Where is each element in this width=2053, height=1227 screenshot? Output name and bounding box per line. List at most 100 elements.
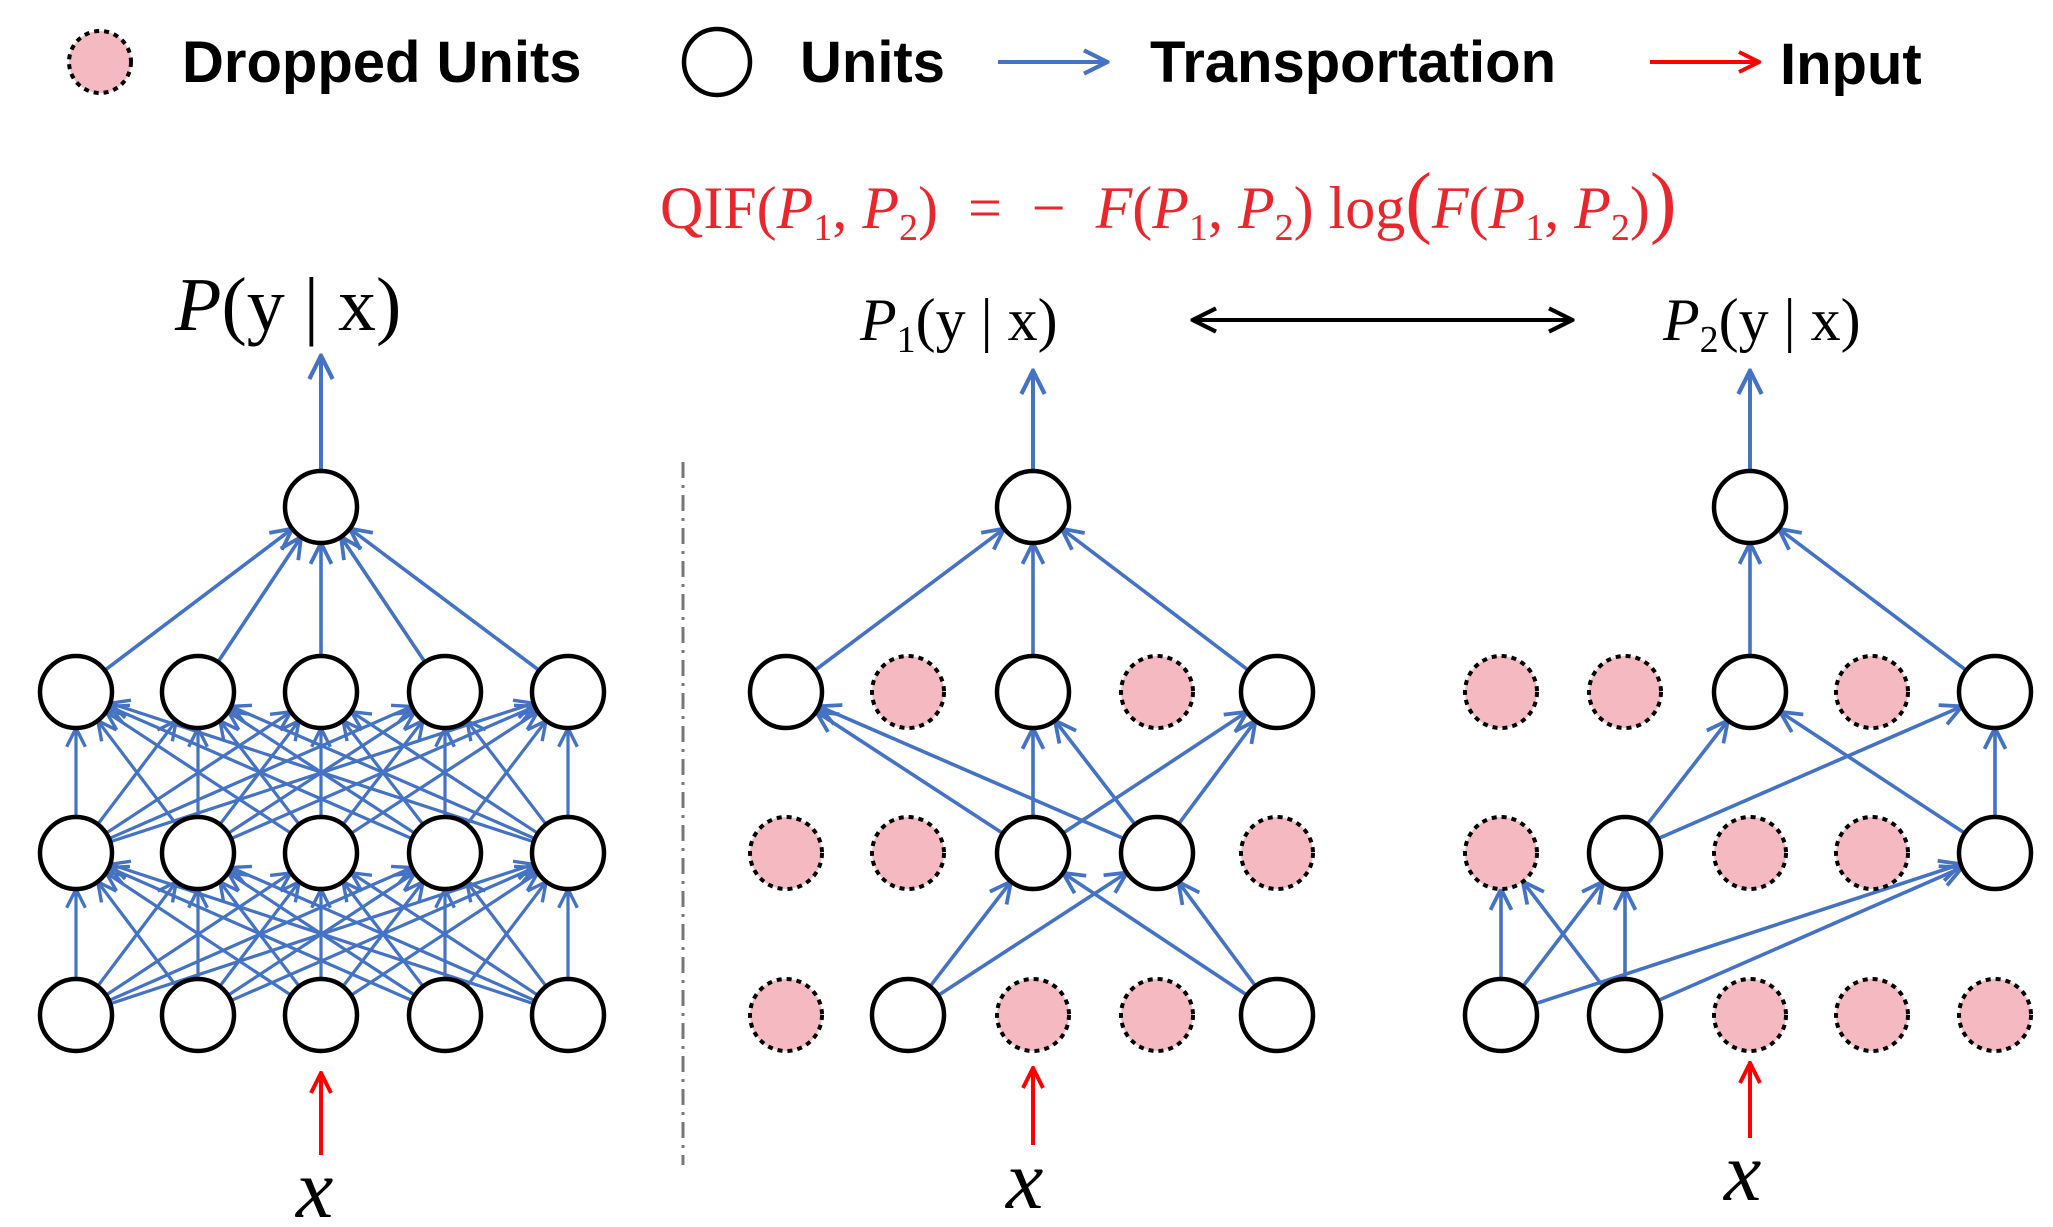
edge-l0-l1 bbox=[1532, 865, 1958, 1007]
unit bbox=[37, 976, 115, 1054]
edge-l1-l2 bbox=[340, 722, 422, 827]
input-x-label-net1: x bbox=[1004, 1134, 1043, 1227]
edge-l0-l1 bbox=[108, 874, 294, 998]
edge-l1-l2 bbox=[1782, 713, 1968, 836]
edge-l0-l1 bbox=[1180, 884, 1259, 989]
edge-l0-l1 bbox=[1520, 883, 1602, 989]
edges-full bbox=[76, 358, 568, 1006]
edge-l1-l2 bbox=[818, 713, 1006, 836]
unit bbox=[159, 814, 237, 892]
dropped-unit bbox=[1957, 977, 2033, 1053]
dropped-unit bbox=[1712, 815, 1788, 891]
legend-transportation: Transportation bbox=[1150, 30, 1556, 95]
network-dropout-2 bbox=[1462, 373, 2034, 1138]
unit bbox=[1711, 653, 1789, 731]
unit bbox=[1586, 976, 1664, 1054]
unit bbox=[37, 814, 115, 892]
unit bbox=[406, 653, 484, 731]
edge-l0-l1 bbox=[468, 883, 549, 989]
dropped-unit bbox=[1587, 654, 1663, 730]
edge-l1-l2 bbox=[348, 713, 537, 836]
networks bbox=[37, 358, 2034, 1155]
edge-l0-l1 bbox=[1655, 868, 1960, 1003]
legend-unit-icon bbox=[681, 26, 753, 98]
unit bbox=[1462, 976, 1540, 1054]
edge-l1-l2 bbox=[1060, 713, 1246, 836]
dropped-unit bbox=[995, 977, 1071, 1053]
dropped-unit bbox=[870, 815, 946, 891]
unit bbox=[529, 653, 607, 731]
unit bbox=[994, 814, 1072, 892]
dropped-unit bbox=[1834, 977, 1910, 1053]
edge-l0-l1 bbox=[111, 868, 415, 1003]
edge-l0-l1 bbox=[1524, 883, 1606, 989]
unit bbox=[869, 976, 947, 1054]
edge-l1-l2 bbox=[111, 707, 415, 841]
unit bbox=[282, 653, 360, 731]
edge-l0-l1 bbox=[935, 874, 1125, 998]
edge-l1-l2 bbox=[217, 722, 298, 827]
edge-l2-out bbox=[351, 530, 542, 673]
unit bbox=[1956, 814, 2034, 892]
edge-l2-out bbox=[812, 530, 1002, 673]
dropped-unit bbox=[1119, 654, 1195, 730]
edge-l1-l2 bbox=[464, 722, 545, 827]
dropped-unit bbox=[870, 654, 946, 730]
unit bbox=[406, 976, 484, 1054]
edge-l1-l2 bbox=[95, 722, 175, 827]
output-unit bbox=[1711, 468, 1789, 546]
edge-l1-l2 bbox=[233, 707, 538, 841]
unit bbox=[747, 653, 825, 731]
net1-output-label: P1(y | x) bbox=[859, 287, 1058, 361]
dropped-unit bbox=[1239, 815, 1315, 891]
unit bbox=[529, 976, 607, 1054]
network-dropout-1 bbox=[747, 373, 1316, 1145]
unit bbox=[529, 814, 607, 892]
edge-l1-l2 bbox=[99, 722, 179, 827]
edge-l0-l1 bbox=[464, 883, 545, 989]
edge-l1-l2 bbox=[821, 707, 1127, 842]
network-full bbox=[37, 358, 607, 1155]
edge-l0-l1 bbox=[99, 883, 179, 989]
unit bbox=[1118, 814, 1196, 892]
edges-dropout-2 bbox=[1501, 373, 1995, 1007]
unit bbox=[1956, 653, 2034, 731]
output-unit bbox=[282, 468, 360, 546]
edge-l0-l1 bbox=[1065, 874, 1250, 998]
unit bbox=[1586, 814, 1664, 892]
edge-l1-l2 bbox=[1655, 707, 1960, 842]
edge-l1-l2 bbox=[108, 713, 294, 836]
edge-l0-l1 bbox=[927, 883, 1010, 990]
input-x-label-net2: x bbox=[1722, 1126, 1761, 1219]
edge-l1-l2 bbox=[468, 722, 549, 827]
edge-l0-l1 bbox=[348, 874, 537, 998]
unit bbox=[1238, 976, 1316, 1054]
dropped-unit bbox=[1463, 654, 1539, 730]
unit bbox=[1238, 653, 1316, 731]
dropped-unit bbox=[1834, 654, 1910, 730]
dropped-unit bbox=[1712, 977, 1788, 1053]
edge-l2-out bbox=[215, 539, 300, 665]
input-x-label-full: x bbox=[294, 1143, 333, 1227]
legend-dropped-units: Dropped Units bbox=[182, 30, 582, 95]
legend-input: Input bbox=[1780, 32, 1922, 97]
edge-l0-l1 bbox=[95, 883, 176, 989]
edge-l1-l2 bbox=[1175, 722, 1254, 827]
unit bbox=[282, 814, 360, 892]
edge-l0-l1 bbox=[353, 874, 541, 998]
qif-formula: QIF(P1, P2) = − F(P1, P2) log(F(P1, P2)) bbox=[660, 158, 1676, 249]
dropped-unit bbox=[1834, 815, 1910, 891]
edge-l0-l1 bbox=[233, 868, 538, 1003]
unit bbox=[159, 976, 237, 1054]
edge-l1-l2 bbox=[353, 713, 541, 836]
legend-dropped-unit-icon bbox=[67, 29, 133, 95]
edge-l0-l1 bbox=[112, 865, 537, 1006]
unit bbox=[159, 653, 237, 731]
dropped-unit bbox=[748, 815, 824, 891]
edge-l2-out bbox=[1780, 530, 1969, 673]
legend-units: Units bbox=[800, 30, 945, 95]
edges-dropout-1 bbox=[812, 373, 1259, 998]
dropped-unit bbox=[748, 977, 824, 1053]
unit bbox=[994, 653, 1072, 731]
